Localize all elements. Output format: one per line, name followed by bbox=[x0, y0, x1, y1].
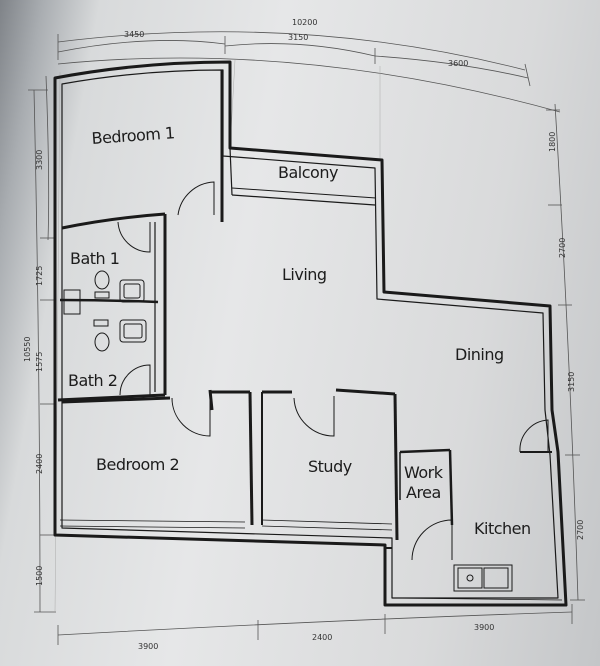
dim-top-mid: 3150 bbox=[288, 33, 308, 42]
room-label-study: Study bbox=[308, 457, 352, 476]
dim-right-3: 3150 bbox=[567, 372, 576, 392]
door-swings bbox=[117, 181, 549, 561]
room-label-bedroom-1: Bedroom 1 bbox=[91, 123, 175, 148]
dim-top-total: 10200 bbox=[292, 18, 317, 27]
dim-left-2: 1725 bbox=[35, 266, 44, 286]
dim-right-4: 2700 bbox=[576, 520, 585, 540]
dim-left-3: 1575 bbox=[35, 352, 44, 372]
dimension-labels: 10200 3450 3150 3600 10550 3300 1725 157… bbox=[23, 18, 585, 651]
room-label-bath-2: Bath 2 bbox=[68, 371, 117, 390]
dim-left-1: 3300 bbox=[35, 150, 44, 170]
room-label-living: Living bbox=[282, 265, 327, 284]
dim-left-4: 2400 bbox=[35, 454, 44, 474]
dim-right-1: 1800 bbox=[548, 132, 557, 152]
room-label-balcony: Balcony bbox=[278, 163, 338, 182]
dim-bottom-1: 3900 bbox=[138, 642, 158, 651]
dim-right-2: 2700 bbox=[558, 238, 567, 258]
dim-left-5: 1500 bbox=[35, 566, 44, 586]
walls bbox=[53, 60, 568, 607]
fixtures bbox=[63, 270, 513, 592]
room-label-bedroom-2: Bedroom 2 bbox=[96, 455, 179, 474]
dim-bottom-3: 3900 bbox=[474, 623, 494, 632]
dim-top-right: 3600 bbox=[448, 59, 468, 68]
dim-bottom-2: 2400 bbox=[312, 633, 332, 642]
room-label-bath-1: Bath 1 bbox=[70, 249, 119, 268]
dim-top-left: 3450 bbox=[124, 30, 144, 39]
dimension-lines bbox=[28, 31, 585, 645]
room-label-dining: Dining bbox=[455, 345, 504, 364]
room-label-kitchen: Kitchen bbox=[474, 519, 531, 538]
room-labels: Bedroom 1 Balcony Bath 1 Bath 2 Living D… bbox=[68, 123, 531, 538]
room-label-work-line1: Work bbox=[404, 463, 444, 482]
room-label-work-line2: Area bbox=[406, 483, 441, 502]
dim-left-total: 10550 bbox=[23, 337, 32, 362]
